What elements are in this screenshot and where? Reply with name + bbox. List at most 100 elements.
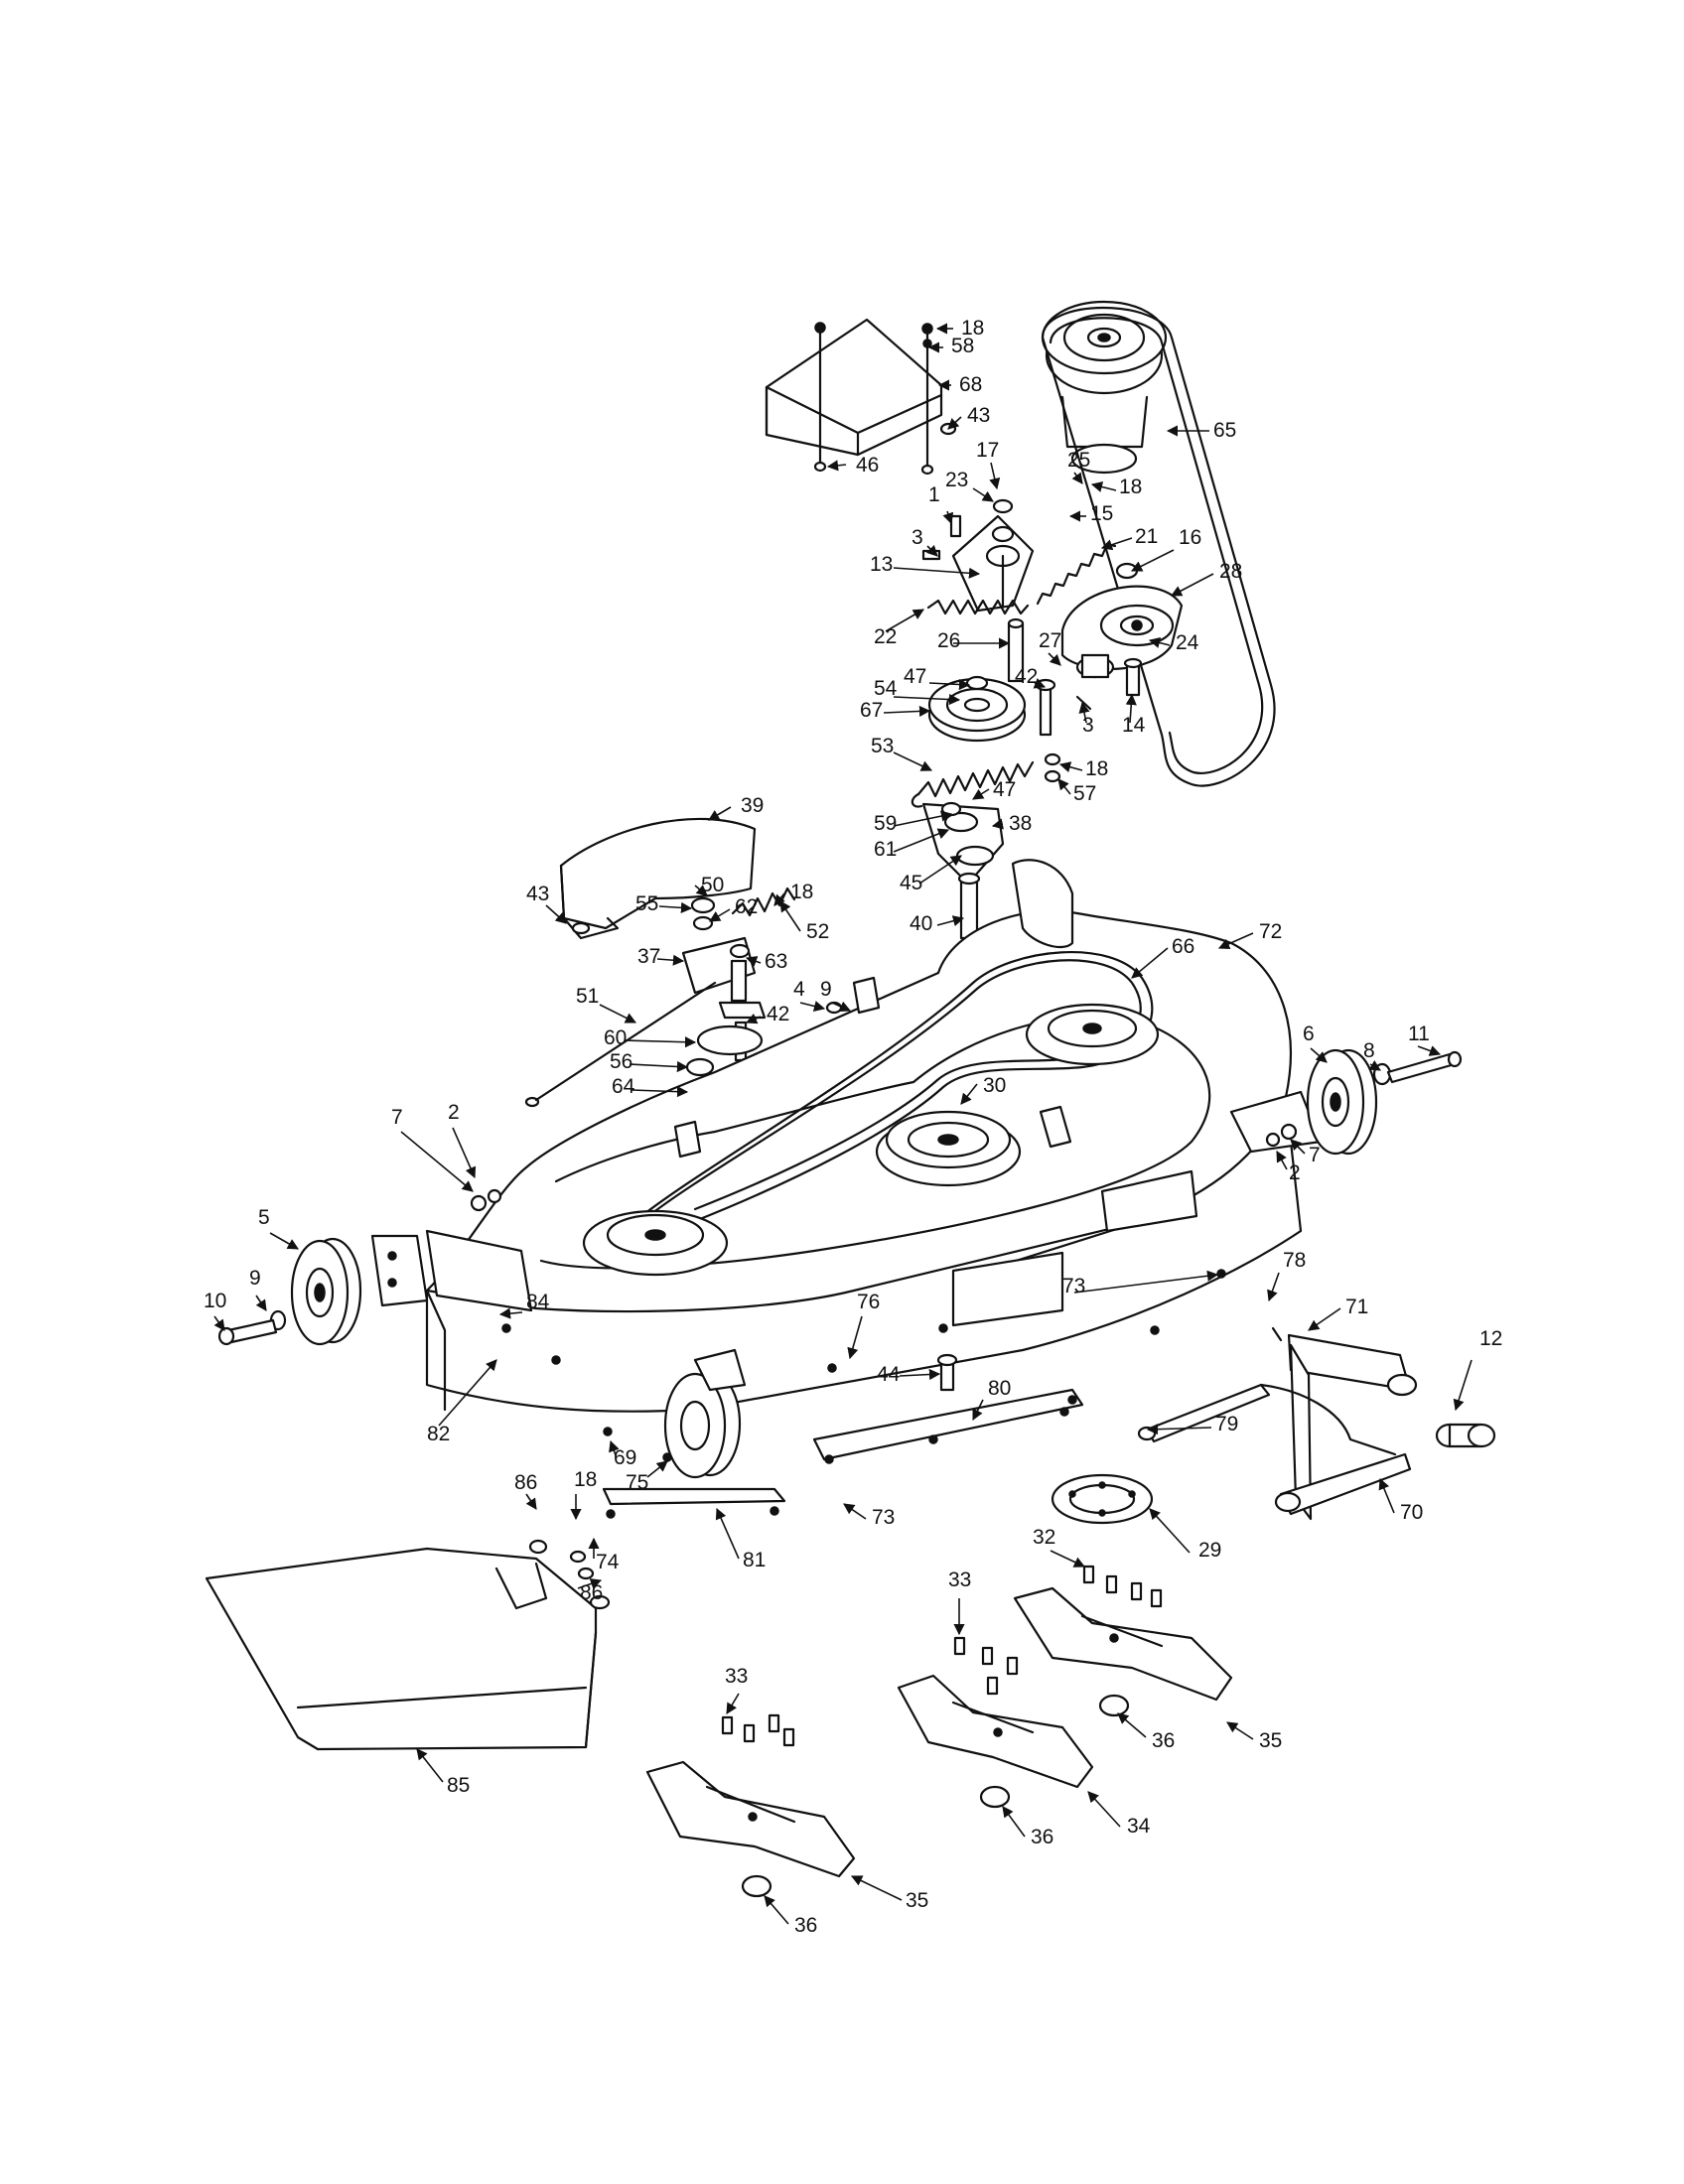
callout-33: 33: [948, 1569, 971, 1591]
callout-76: 76: [857, 1291, 880, 1313]
leader-line-44: [899, 1368, 941, 1381]
leader-line-25: [1071, 472, 1083, 484]
leader-line-12: [1453, 1359, 1473, 1412]
leader-line-50: [694, 885, 708, 896]
leader-line-33: [726, 1693, 740, 1714]
callout-9: 9: [820, 978, 832, 1001]
leader-line-36: [764, 1895, 789, 1925]
leader-line-35: [1226, 1721, 1254, 1740]
engagement-linkage: [524, 887, 796, 1108]
callout-10: 10: [204, 1290, 226, 1312]
leader-line-62: [709, 908, 731, 922]
callout-18: 18: [790, 881, 813, 903]
idler-bracket: [921, 801, 1005, 940]
callout-6: 6: [1303, 1023, 1315, 1045]
callout-71: 71: [1345, 1296, 1368, 1318]
leader-line-37: [656, 954, 685, 966]
callout-45: 45: [900, 872, 922, 894]
leader-line-43: [947, 416, 962, 430]
callout-54: 54: [874, 677, 898, 700]
front-wheel: [663, 1348, 747, 1479]
leader-line-67: [883, 705, 931, 718]
callout-28: 28: [1219, 560, 1242, 583]
leader-line-38: [991, 818, 1004, 830]
leader-line-36: [1002, 1806, 1026, 1838]
callout-84: 84: [526, 1291, 550, 1313]
callout-3: 3: [1082, 714, 1094, 737]
callout-18: 18: [574, 1468, 597, 1491]
leader-line-27: [1048, 652, 1061, 666]
leader-line-22: [885, 609, 924, 632]
leader-line-45: [918, 855, 962, 885]
callout-22: 22: [874, 625, 897, 648]
leader-line-28: [1171, 573, 1214, 597]
callout-44: 44: [877, 1363, 901, 1386]
callout-38: 38: [1009, 812, 1032, 835]
callout-59: 59: [874, 812, 897, 835]
leader-line-23: [972, 487, 994, 502]
callout-78: 78: [1283, 1249, 1306, 1272]
leader-line-63: [745, 956, 762, 967]
left-wheel: [217, 1188, 502, 1346]
leader-line-18: [773, 892, 785, 906]
leader-line-30: [960, 1083, 978, 1105]
callout-27: 27: [1039, 629, 1061, 652]
callout-12: 12: [1479, 1327, 1502, 1350]
center-blade: [897, 1674, 1094, 1809]
leader-line-82: [438, 1359, 497, 1427]
leader-line-17: [989, 462, 1001, 490]
leader-line-18: [1090, 481, 1117, 492]
callout-47: 47: [993, 778, 1016, 801]
right-rear-wheel: [1011, 859, 1074, 949]
hanger-bushing: [1435, 1423, 1496, 1448]
leader-line-81: [715, 1507, 740, 1560]
callout-29: 29: [1198, 1539, 1221, 1562]
right-blade: [1013, 1586, 1233, 1717]
leader-line-76: [847, 1315, 863, 1360]
callout-8: 8: [1363, 1039, 1375, 1062]
leader-line-14: [1125, 693, 1137, 724]
leader-line-71: [1308, 1307, 1341, 1331]
engine-pulley: [1041, 300, 1168, 475]
leader-line-86: [525, 1493, 537, 1510]
leader-line-79: [1146, 1424, 1212, 1435]
idler-pulley: [927, 675, 1061, 783]
leader-line-5: [269, 1232, 299, 1250]
leader-line-66: [1131, 947, 1169, 979]
hanger-bracket: [1137, 1326, 1418, 1521]
callout-18: 18: [961, 317, 984, 340]
callout-62: 62: [735, 895, 758, 918]
callout-17: 17: [976, 439, 999, 462]
leader-line-1: [942, 510, 954, 525]
callout-61: 61: [874, 838, 897, 861]
right-wheel: [1265, 1048, 1463, 1156]
leader-line-4: [799, 1001, 826, 1012]
leader-line-8: [1368, 1060, 1381, 1071]
callout-16: 16: [1179, 526, 1201, 549]
callout-3: 3: [912, 526, 923, 549]
leader-line-7: [400, 1131, 474, 1192]
leader-line-47: [972, 788, 990, 800]
leader-line-73: [1073, 1270, 1219, 1294]
callout-32: 32: [1033, 1526, 1055, 1549]
callout-43: 43: [526, 883, 549, 905]
callout-13: 13: [870, 553, 893, 576]
callout-85: 85: [447, 1774, 470, 1797]
callout-79: 79: [1215, 1413, 1238, 1435]
callout-18: 18: [1085, 757, 1108, 780]
leader-line-6: [1310, 1047, 1328, 1063]
callout-4: 4: [793, 978, 805, 1001]
drive-belt: [1041, 307, 1276, 787]
leader-line-70: [1378, 1477, 1395, 1514]
callout-82: 82: [427, 1423, 450, 1445]
callout-86: 86: [514, 1471, 537, 1494]
callout-68: 68: [959, 373, 982, 396]
callout-30: 30: [983, 1074, 1006, 1097]
leader-line-57: [1057, 778, 1071, 795]
callout-69: 69: [614, 1446, 636, 1469]
leader-line-10: [213, 1315, 225, 1331]
leader-line-34: [1087, 1791, 1121, 1828]
leader-line-9: [255, 1295, 267, 1311]
callout-2: 2: [1289, 1161, 1301, 1184]
